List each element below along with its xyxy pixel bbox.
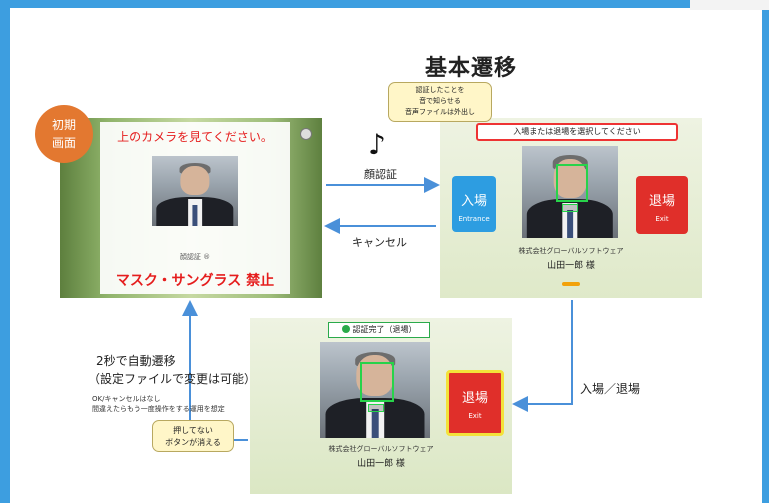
person-name: 山田一郎 様 (547, 261, 595, 271)
initial-screen: 上のカメラを見てください。 顔認証 ® マスク・サングラス 禁止 (60, 118, 322, 298)
hidden-callout-line2: ボタンが消える (165, 438, 221, 447)
camera-icon (300, 128, 312, 140)
sound-callout: 認証したことを 音で知らせる 音声ファイルは外出し (388, 82, 492, 122)
person-name: 山田一郎 様 (357, 459, 405, 469)
ok-cancel-note-line1: OK/キャンセルはなし (92, 395, 161, 403)
face-auth-small-label: 顔認証 ® (179, 253, 211, 261)
sound-callout-line1: 認証したことを (415, 86, 465, 94)
selection-prompt: 入場または退場を選択してください (476, 123, 678, 141)
auth-complete-status: 認証完了（退場） (328, 322, 430, 338)
exit-sublabel: Exit (655, 215, 669, 223)
exit-label: 退場 (461, 391, 488, 406)
check-icon (341, 325, 350, 333)
hidden-button-callout: 押してない ボタンが消える (152, 420, 234, 452)
face-auth-label: 顔認証 (364, 168, 397, 181)
company-name: 株式会社グローバルソフトウェア (328, 445, 434, 453)
complete-camera-photo (320, 342, 430, 438)
auto-transition-line1: 2秒で自動遷移 (96, 354, 176, 368)
badge-line2: 画面 (51, 136, 76, 150)
enter-exit-label: 入場／退場 (580, 382, 641, 396)
exit-label: 退場 (648, 194, 675, 209)
entrance-button[interactable]: 入場 Entrance (452, 176, 496, 232)
music-note-icon: ♪ (368, 128, 386, 161)
camera-photo (152, 156, 238, 226)
auth-complete-label: 認証完了（退場） (352, 325, 417, 334)
sound-callout-line3: 音声ファイルは外出し (405, 108, 475, 116)
entrance-sublabel: Entrance (458, 215, 490, 223)
diagram-title: 基本遷移 (425, 56, 518, 81)
badge-line1: 初期 (51, 118, 76, 132)
slide-corner-tab (690, 0, 769, 10)
exit-button-highlighted[interactable]: 退場 Exit (446, 370, 504, 436)
exit-button[interactable]: 退場 Exit (636, 176, 688, 234)
arrow-enter-exit (512, 300, 573, 412)
initial-screen-badge: 初期画面 (35, 105, 93, 163)
selection-camera-photo (522, 146, 618, 238)
progress-indicator (562, 282, 580, 286)
sound-callout-line2: 音で知らせる (419, 97, 461, 105)
initial-panel: 上のカメラを見てください。 顔認証 ® マスク・サングラス 禁止 (100, 122, 290, 294)
mask-sunglasses-warning: マスク・サングラス 禁止 (115, 273, 275, 289)
selection-screen: 入場または退場を選択してください 入場 Entrance 退場 Exit 株式会… (440, 118, 702, 298)
company-name: 株式会社グローバルソフトウェア (518, 247, 624, 255)
complete-screen: 認証完了（退場） 退場 Exit 株式会社グローバルソフトウェア 山田一郎 様 (250, 318, 512, 494)
camera-instruction: 上のカメラを見てください。 (117, 130, 273, 144)
entrance-label: 入場 (460, 194, 487, 209)
auto-transition-line2: （設定ファイルで変更は可能） (88, 372, 257, 386)
hidden-callout-line1: 押してない (173, 426, 213, 435)
ok-cancel-note-line2: 間違えたらもう一度操作をする運用を想定 (92, 405, 225, 413)
cancel-label: キャンセル (352, 236, 407, 249)
exit-sublabel: Exit (468, 412, 482, 420)
